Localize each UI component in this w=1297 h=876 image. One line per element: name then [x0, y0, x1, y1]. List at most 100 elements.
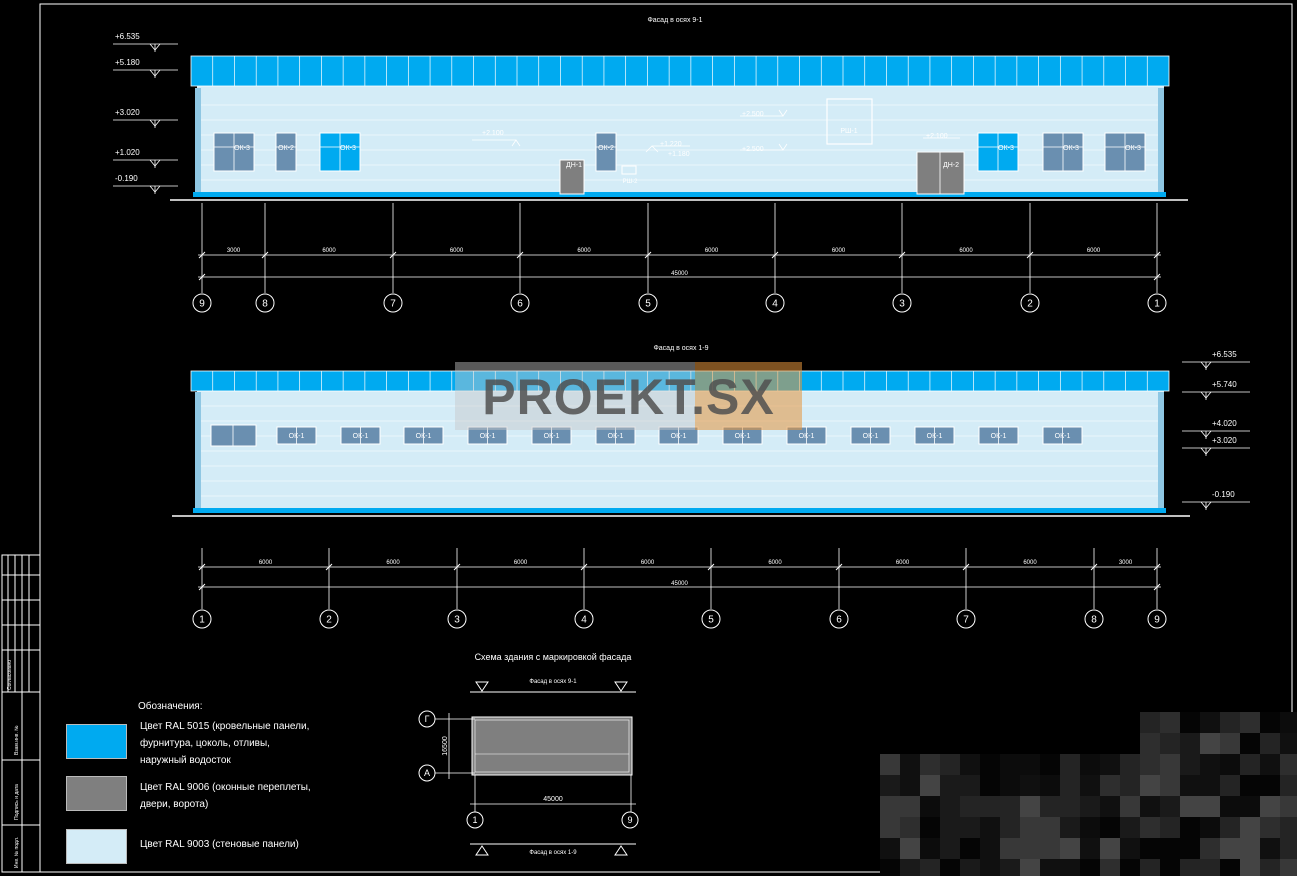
- facade-top-axis-bubble: [510, 293, 530, 313]
- facade-bottom-span-dim: 6000: [386, 560, 400, 566]
- facade-top-axis-label: 6: [517, 299, 523, 310]
- legend-swatch-roof: [66, 724, 127, 759]
- facade-bottom-window-tag: ОК-1: [608, 433, 624, 440]
- facade-bottom-axis-bubble: [192, 609, 212, 629]
- facade-top-gate-2: [916, 151, 965, 195]
- facade-bottom-window-tag: ОК-1: [799, 433, 815, 440]
- facade-top-span-dim: 6000: [450, 248, 464, 254]
- scheme-top-label: Фасад в осях 9-1: [529, 679, 577, 685]
- watermark-right: .SX: [691, 369, 775, 425]
- facade-top-span-dim: 6000: [1087, 248, 1101, 254]
- facade-bottom-span-dim: 6000: [768, 560, 782, 566]
- facade-top-axis-bubble: [638, 293, 658, 313]
- facade-top-downpipe-right: [1158, 88, 1164, 194]
- facade-bottom-axis-label: 1: [199, 615, 205, 626]
- facade-bottom-downpipe-left: [195, 392, 201, 509]
- side-stamp-inventory: Инв. № подл.: [14, 837, 20, 868]
- facade-bottom-axis-bubble: [574, 609, 594, 629]
- facade-top-title: Фасад в осях 9-1: [647, 17, 702, 24]
- facade-top-cabinet-2: [621, 165, 637, 175]
- facade-bottom-plinth: [193, 508, 1166, 513]
- facade-top-window-tag: ОК-3: [1125, 145, 1141, 152]
- facade-bottom-span-dim: 6000: [514, 560, 528, 566]
- facade-top-span-dim: 6000: [705, 248, 719, 254]
- facade-bottom-axis-label: 7: [963, 615, 969, 626]
- facade-bottom-window-tag: ОК-1: [671, 433, 687, 440]
- facade-bottom-window-tag: ОК-1: [480, 433, 496, 440]
- facade-top-axis-label: 4: [772, 299, 778, 310]
- facade-bottom-axis-label: 3: [454, 615, 460, 626]
- legend-swatch-frames: [66, 776, 127, 811]
- facade-top-axis-bubble: [765, 293, 785, 313]
- facade-bottom-axis-label: 6: [836, 615, 842, 626]
- facade-bottom-span-dim: 6000: [1023, 560, 1037, 566]
- facade-top-mark-4: +1.220: [660, 141, 682, 148]
- scheme-axis-a-label: А: [424, 768, 430, 778]
- facade-bottom-span-dim: 6000: [641, 560, 655, 566]
- facade-bottom-axis-bubble: [829, 609, 849, 629]
- facade-bottom-window-tag: ОК-1: [863, 433, 879, 440]
- scheme-view-arrow-top-left: [475, 681, 489, 692]
- scheme-view-arrow-top-right: [614, 681, 628, 692]
- side-stamp: [1, 554, 41, 873]
- facade-bottom-level-mark: +3.020: [1212, 436, 1237, 445]
- facade-bottom-level-mark: +4.020: [1212, 419, 1237, 428]
- facade-top-mark-3: +2.500: [742, 146, 764, 153]
- facade-bottom-window-tag: ОК-1: [1055, 433, 1071, 440]
- scheme-axis-9-label: 9: [627, 815, 632, 825]
- facade-top-span-dim: 6000: [959, 248, 973, 254]
- legend-item-walls: Цвет RAL 9003 (стеновые панели): [140, 839, 299, 850]
- scheme-axis-1-label: 1: [472, 815, 477, 825]
- scheme-title: Схема здания с маркировкой фасада: [475, 652, 632, 662]
- facade-top-window-tag: ОК-2: [598, 145, 614, 152]
- facade-top-axis-label: 5: [645, 299, 651, 310]
- facade-top-mark-1: +2.100: [482, 130, 504, 137]
- facade-bottom-axis-label: 4: [581, 615, 587, 626]
- facade-top-level-mark: +3.020: [115, 108, 140, 117]
- facade-bottom-span-dim: 6000: [896, 560, 910, 566]
- facade-top-axis-bubble: [255, 293, 275, 313]
- legend-item-roof: Цвет RAL 5015 (кровельные панели, фурнит…: [140, 721, 310, 766]
- legend-item-frames: Цвет RAL 9006 (оконные переплеты, двери,…: [140, 782, 311, 810]
- facade-top-span-dim: 3000: [227, 248, 241, 254]
- facade-bottom-window-tag: ОК-1: [735, 433, 751, 440]
- watermark-left: PROEKT: [482, 369, 692, 425]
- facade-top-axis-label: 8: [262, 299, 268, 310]
- sheet-frame: [39, 3, 1293, 873]
- watermark: PROEKT.SX: [455, 362, 802, 430]
- facade-bottom-wall: [197, 391, 1164, 509]
- facade-top-window-tag: ОК-3: [340, 145, 356, 152]
- facade-top-window: [275, 132, 297, 172]
- legend-title: Обозначения:: [138, 701, 203, 712]
- scheme-axis-1: [466, 811, 484, 829]
- scheme-axis-g-label: Г: [425, 714, 430, 724]
- facade-top-axis-label: 3: [899, 299, 905, 310]
- facade-bottom-window-tag: ОК-1: [353, 433, 369, 440]
- facade-top-mark-2: +2.500: [742, 111, 764, 118]
- scheme-view-arrow-bottom-left: [475, 845, 489, 856]
- facade-bottom-axis-bubble: [1084, 609, 1104, 629]
- facade-bottom-window-tag: ОК-1: [544, 433, 560, 440]
- facade-bottom-axis-label: 9: [1154, 615, 1160, 626]
- facade-top-gate-2-tag: ДН-2: [943, 162, 959, 169]
- scheme-plan: [471, 716, 633, 776]
- building-scheme: Фасад в осях 9-1 Г А 16500 45000 1 9 Фас…: [418, 679, 639, 856]
- side-stamp-replace: Взам.инв. №: [14, 725, 20, 755]
- side-stamp-signature: Подпись и дата: [14, 784, 20, 820]
- facade-bottom-total-dim: 45000: [671, 581, 688, 587]
- facade-top-cabinet-1-tag: РШ-1: [840, 128, 857, 135]
- facade-bottom: ОК-1 ОК-1 ОК-1 ОК-1 ОК-1 ОК-1 ОК-1 ОК-1 ОК-1 ОК-1…: [172, 370, 1190, 517]
- facade-top-span-dim: 6000: [577, 248, 591, 254]
- facade-top-level-mark: +6.535: [115, 32, 140, 41]
- facade-top-axis-bubble: [383, 293, 403, 313]
- facade-top-total-dim: 45000: [671, 271, 688, 277]
- facade-top-axis-label: 2: [1027, 299, 1033, 310]
- facade-top-window: [595, 132, 617, 172]
- facade-bottom-axis-bubble: [447, 609, 467, 629]
- side-stamp-agreed: Согласовано: [7, 660, 13, 690]
- facade-top-plinth: [193, 192, 1166, 197]
- scheme-bottom-label: Фасад в осях 1-9: [529, 850, 577, 856]
- facade-bottom-window-tag: ОК-1: [991, 433, 1007, 440]
